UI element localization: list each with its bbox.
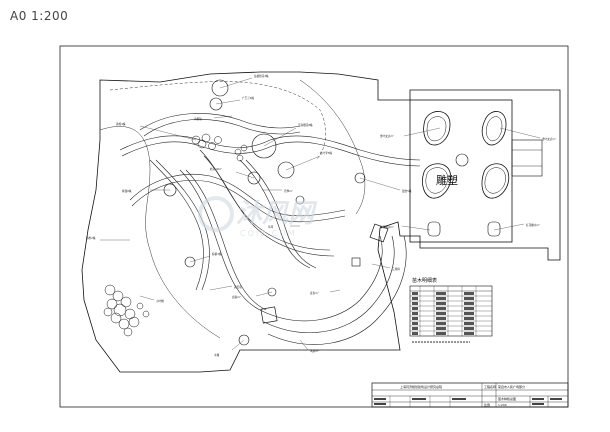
svg-text:迎春m²: 迎春m² <box>232 295 241 299</box>
title-block-scale-value: 1:200 <box>498 403 507 407</box>
svg-text:红花檵木m²: 红花檵木m² <box>526 223 540 227</box>
svg-text:香樟4株: 香樟4株 <box>116 122 126 126</box>
annotation-leaders <box>100 77 541 351</box>
svg-text:红叶李3株: 红叶李3株 <box>320 151 332 155</box>
planting-edge-curve-2 <box>299 79 366 215</box>
svg-text:鸢尾m²: 鸢尾m² <box>310 349 319 353</box>
arc-walkway <box>259 235 407 345</box>
site-boundary <box>81 71 561 373</box>
svg-text:云南樱花8株: 云南樱花8株 <box>298 123 313 127</box>
svg-text:海桐球: 海桐球 <box>194 117 202 121</box>
title-block-drawing-name: 苗木种植总图 <box>498 396 516 401</box>
title-block-project-name: 蒙自市人民广场部分 <box>498 384 525 389</box>
svg-text:杜鹃12m²: 杜鹃12m² <box>210 167 222 171</box>
svg-text:丛植桂花3株: 丛植桂花3株 <box>254 74 269 78</box>
walkway-node <box>351 257 361 267</box>
legend-title: 苗木明细表 <box>412 277 437 284</box>
svg-text:满天星: 满天星 <box>234 285 242 289</box>
svg-text:广玉兰2株: 广玉兰2株 <box>242 96 254 100</box>
svg-text:三角梅: 三角梅 <box>392 267 400 271</box>
watermark: 沐风网 COI8.COM <box>198 196 318 238</box>
planting-edge-curve <box>99 126 221 339</box>
pavilion-lower <box>260 306 278 324</box>
svg-text:滇朴2株: 滇朴2株 <box>86 236 96 240</box>
svg-text:金叶女贞m²: 金叶女贞m² <box>380 134 394 138</box>
drawing-scale-label: A0 1:200 <box>10 9 69 23</box>
svg-text:棕榈3株: 棕榈3株 <box>212 252 222 256</box>
svg-text:银杏5株: 银杏5株 <box>402 189 412 193</box>
watermark-sub: COI8.COM <box>240 229 297 238</box>
title-block-project-label: 工程名称 <box>484 384 496 389</box>
title-block-institution: 上海同济规划建筑设计研究总院 <box>400 384 442 389</box>
svg-text:小叶榕: 小叶榕 <box>156 299 164 303</box>
annotation-notes: 丛植桂花3株 广玉兰2株 香樟4株 云南樱花8株 银杏5株 红叶李3株 紫薇6株… <box>86 74 556 357</box>
svg-text:木槿: 木槿 <box>214 353 220 357</box>
planting-edge-dashed <box>109 81 327 161</box>
sculpture-label: 雕塑 <box>436 173 458 187</box>
title-block: 上海同济规划建筑设计研究总院 工程名称 蒙自市人民广场部分 苗木种植总图 比例 … <box>371 382 569 408</box>
sculpture-plaza: 雕塑 <box>409 99 543 243</box>
drawing-frame <box>59 45 569 408</box>
svg-text:金叶女贞m²: 金叶女贞m² <box>542 137 556 141</box>
svg-text:红花檵木m²: 红花檵木m² <box>380 225 394 229</box>
pavilion-upper <box>369 223 389 243</box>
planting-legend: 苗木明细表 <box>409 277 493 343</box>
shrub-clusters <box>103 133 248 337</box>
svg-text:草坪: 草坪 <box>268 225 274 229</box>
watermark-main: 沐风网 <box>236 199 318 229</box>
title-block-scale-label: 比例 <box>484 402 490 407</box>
svg-text:紫薇6株: 紫薇6株 <box>122 189 132 193</box>
svg-text:麦冬m²: 麦冬m² <box>310 291 319 295</box>
svg-text:月季m²: 月季m² <box>284 189 293 193</box>
